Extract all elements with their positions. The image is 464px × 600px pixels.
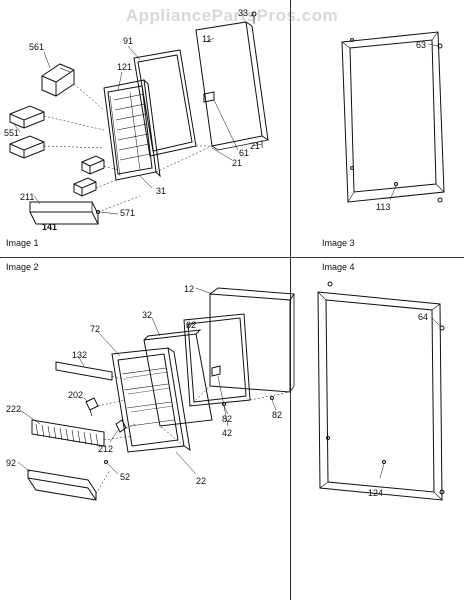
image4-frame: [317, 281, 445, 501]
callout-561: 561: [29, 42, 44, 52]
callout-11: 11: [202, 34, 211, 44]
callout-21-lower: 21: [232, 158, 242, 168]
panel-label-image1: Image 1: [6, 238, 39, 248]
callout-141: 141: [42, 222, 57, 232]
callout-63: 63: [416, 40, 426, 50]
part-72-inner-liner: [111, 347, 191, 453]
callout-42: 42: [222, 428, 232, 438]
callout-12: 12: [184, 284, 194, 294]
callout-211: 211: [20, 192, 34, 202]
callout-571: 571: [120, 208, 135, 218]
part-121-liner: [103, 79, 161, 181]
callout-124: 124: [368, 488, 383, 498]
part-92-tray: [27, 469, 97, 501]
callout-32: 32: [142, 310, 152, 320]
callout-61: 61: [239, 148, 249, 158]
callout-92: 92: [6, 458, 16, 468]
horizontal-divider: [0, 257, 464, 258]
callout-202: 202: [68, 390, 83, 400]
callout-82-right: 82: [272, 410, 282, 420]
panel-label-image4: Image 4: [322, 262, 355, 272]
part-32-liner-box: [143, 329, 213, 427]
callout-numbers: 561 91 11 33 121 551 61 21 21 31 211 141…: [4, 8, 428, 498]
callout-22: 22: [196, 476, 206, 486]
image2-assembly: [17, 287, 295, 501]
image3-frame: [341, 31, 445, 203]
part-222-grille: [31, 419, 105, 447]
callout-121: 121: [117, 62, 132, 72]
callout-82-center: 82: [222, 414, 232, 424]
callout-33: 33: [238, 8, 248, 18]
callout-21-right: 21: [250, 141, 260, 151]
callout-52: 52: [120, 472, 130, 482]
callout-132: 132: [72, 350, 87, 360]
callout-551: 551: [4, 128, 19, 138]
part-91-gasket: [133, 49, 197, 157]
callout-72: 72: [90, 324, 100, 334]
callout-212: 212: [98, 444, 113, 454]
callout-64: 64: [418, 312, 428, 322]
panel-label-image3: Image 3: [322, 238, 355, 248]
callout-113: 113: [376, 202, 390, 212]
callout-222: 222: [6, 404, 21, 414]
part-561-housing: [41, 63, 75, 97]
part-12-door-panel: [209, 287, 295, 393]
callout-91: 91: [123, 36, 133, 46]
callout-62: 62: [186, 320, 196, 330]
callout-31: 31: [156, 186, 166, 196]
part-11-door-panel: [195, 21, 269, 151]
panel-label-image2: Image 2: [6, 262, 39, 272]
image1-assembly: [9, 11, 269, 225]
part-551-shelves: [9, 105, 45, 159]
part-141-tray: [29, 201, 99, 225]
watermark: AppliancePartsPros.com: [125, 6, 339, 25]
